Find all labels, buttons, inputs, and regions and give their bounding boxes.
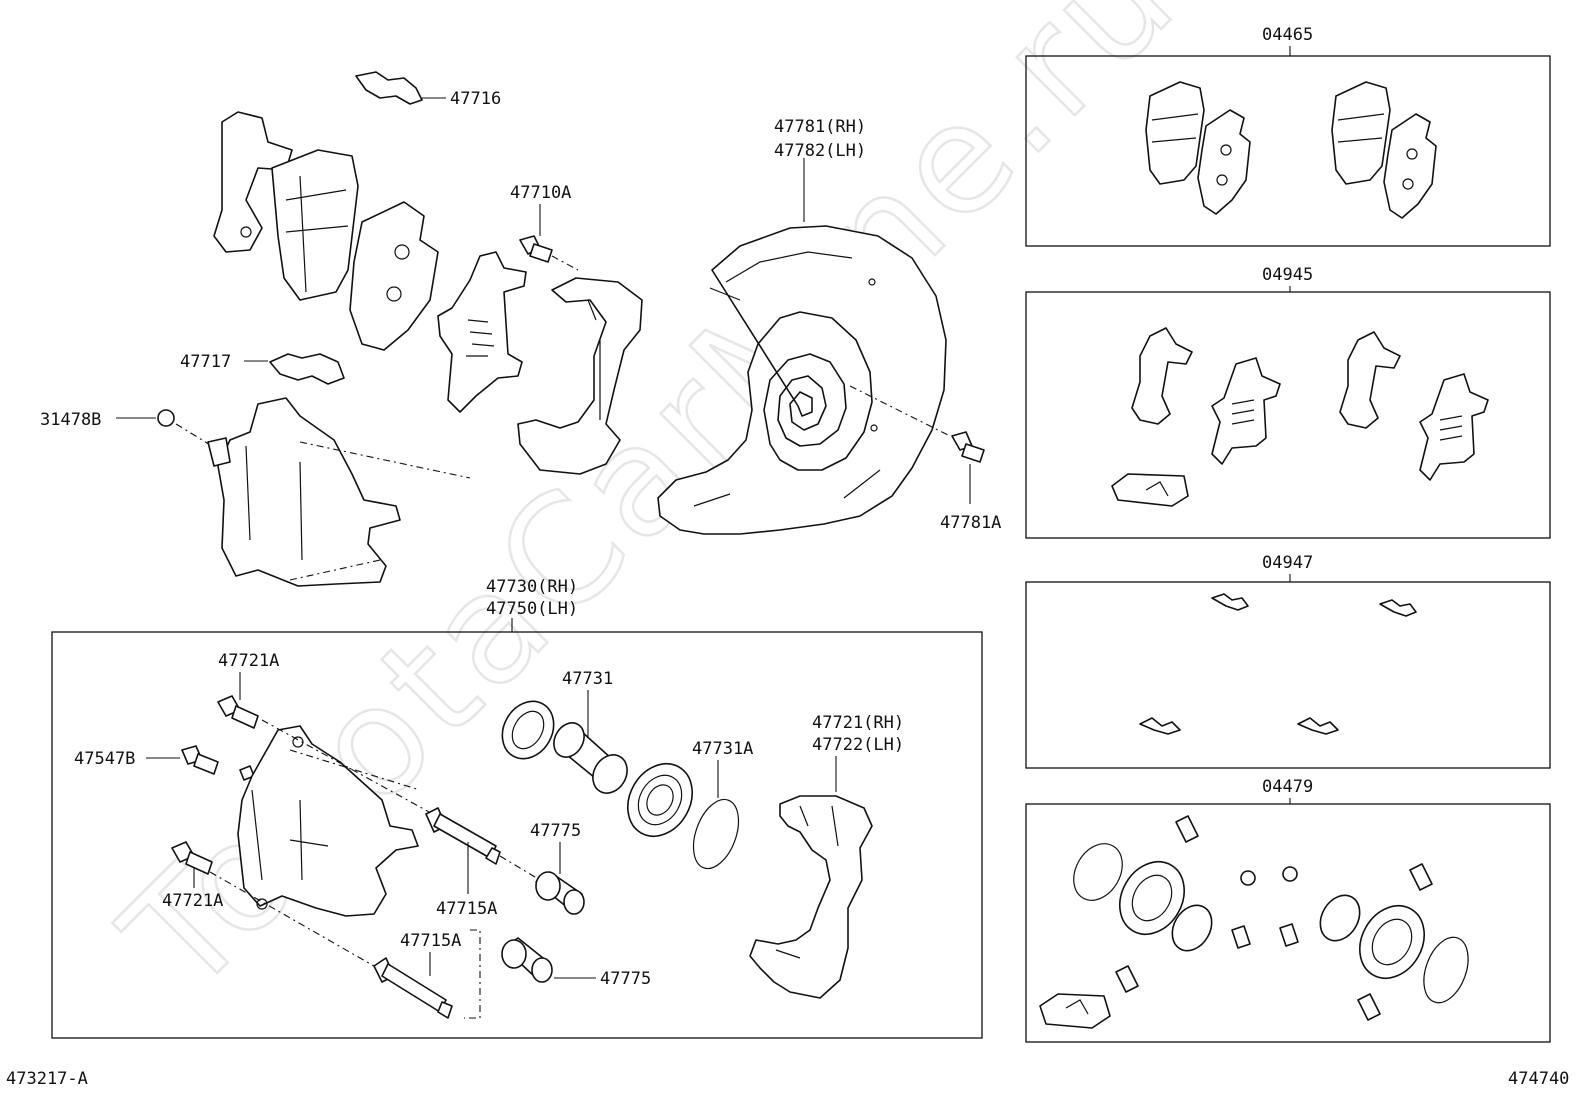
kit-box-04945 <box>1025 291 1551 539</box>
caliper-assembly-box <box>51 631 983 1039</box>
label-47730-rh: 47730(RH) <box>486 577 578 597</box>
label-kit-04465: 04465 <box>1262 25 1313 45</box>
kit-04945-shim-set-b[interactable] <box>1339 331 1489 481</box>
label-47547B: 47547B <box>74 749 135 769</box>
kit-04465-pad-set-b[interactable] <box>1331 81 1437 219</box>
label-47721A-bottom: 47721A <box>162 891 223 911</box>
kit-box-04479 <box>1025 803 1551 1043</box>
bolt-47710A[interactable] <box>519 235 553 263</box>
label-47716: 47716 <box>450 89 501 109</box>
label-47717: 47717 <box>180 352 231 372</box>
bushing-47775-mid[interactable] <box>535 871 585 915</box>
label-31478B: 31478B <box>40 410 101 430</box>
bushing-47775-low[interactable] <box>501 937 553 983</box>
bleeder-plug-47547B[interactable] <box>181 745 219 775</box>
bolt-47781A[interactable] <box>951 431 985 463</box>
label-47731: 47731 <box>562 669 613 689</box>
disc-brake-dust-cover[interactable] <box>657 225 947 535</box>
label-kit-04479: 04479 <box>1262 777 1313 797</box>
label-47721A-top: 47721A <box>218 651 279 671</box>
kit-04945-shim-set-a[interactable] <box>1111 327 1281 507</box>
pin-47715A-mid[interactable] <box>425 807 501 865</box>
bolt-47721A-top[interactable] <box>217 695 259 729</box>
piston[interactable] <box>548 717 634 799</box>
brake-pad-outer[interactable] <box>349 201 439 351</box>
anti-rattle-spring[interactable] <box>437 251 527 413</box>
label-47782-lh: 47782(LH) <box>774 141 866 161</box>
bolt-47721A-bottom[interactable] <box>171 841 213 875</box>
label-47731A: 47731A <box>692 739 753 759</box>
clip-47716[interactable] <box>355 71 423 105</box>
kit-04947-clips[interactable] <box>1139 593 1417 735</box>
plug-31478B[interactable] <box>157 409 175 427</box>
label-kit-04945: 04945 <box>1262 265 1313 285</box>
kit-04479-seal-kit[interactable] <box>1039 815 1476 1029</box>
label-47781-rh: 47781(RH) <box>774 117 866 137</box>
kit-04465-pad-set-a[interactable] <box>1145 81 1251 215</box>
ring-47731A[interactable] <box>685 793 747 874</box>
brake-pad-inner[interactable] <box>271 149 359 301</box>
label-47722-lh: 47722(LH) <box>812 735 904 755</box>
pad-shim-anti-squeal[interactable] <box>213 111 293 253</box>
kit-box-04465 <box>1025 55 1551 247</box>
dust-boot[interactable] <box>615 752 705 848</box>
label-47781A: 47781A <box>940 513 1001 533</box>
pin-47715A-low[interactable] <box>373 957 453 1019</box>
cylinder-body[interactable] <box>237 725 419 917</box>
label-47715A-low: 47715A <box>400 931 461 951</box>
label-47710A: 47710A <box>510 183 571 203</box>
label-47775-low: 47775 <box>600 969 651 989</box>
label-kit-04947: 04947 <box>1262 553 1313 573</box>
footer-right-code: 474740 <box>1508 1069 1569 1089</box>
label-47715A-mid: 47715A <box>436 899 497 919</box>
label-47750-lh: 47750(LH) <box>486 599 578 619</box>
clip-47717[interactable] <box>269 353 345 385</box>
caliper-support[interactable] <box>517 277 643 475</box>
kit-box-04947 <box>1025 581 1551 769</box>
seal-47731[interactable] <box>492 692 564 768</box>
label-47721-rh: 47721(RH) <box>812 713 904 733</box>
cylinder-body-upper[interactable] <box>217 397 401 587</box>
disc-brake-support[interactable] <box>749 795 873 999</box>
label-47775-mid: 47775 <box>530 821 581 841</box>
footer-left-code: 473217-A <box>6 1069 88 1089</box>
